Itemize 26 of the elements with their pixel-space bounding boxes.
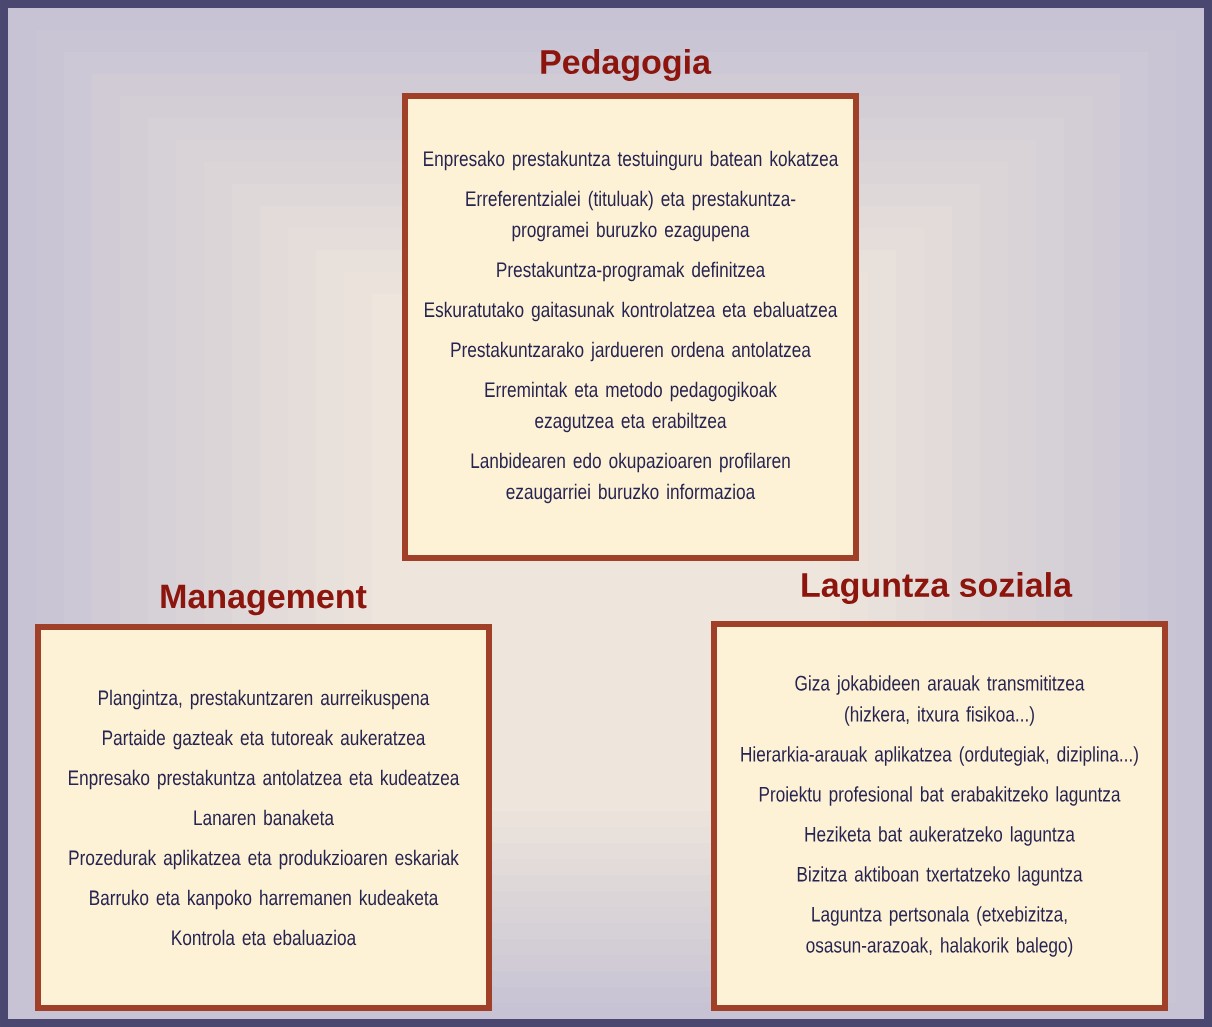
node-label: Partaide gazteak eta tutoreak aukeratzea [103, 729, 426, 750]
node-label: Giza jokabideen arauak transmititzea (hizkera, itxura fisikoa...) [795, 675, 1085, 726]
node-label: Enpresako prestakuntza antolatzea eta kudeatzea [69, 769, 460, 790]
node-label: Laguntza pertsonala (etxebizitza, osasun-arazoak, halakorik balego) [806, 906, 1073, 957]
node-label: Erreferentzialei (tituluak) eta prestakuntza-programei buruzko ezagupena [466, 190, 796, 242]
node-label: Eskuratutako gaitasunak kontrolatzea eta ebaluatzea [425, 301, 838, 322]
node-label: Heziketa bat aukeratzeko laguntza [805, 826, 1075, 846]
node-label: Bizitza aktiboan txertatzeko laguntza [797, 866, 1083, 886]
node-label: Erremintak eta metodo pedagogikoak ezagutzea eta erabiltzea [485, 381, 777, 433]
text-box: Giza jokabideen arauak transmititzea (hizkera, itxura fisikoa...) Hierarkia-arauak aplikatzea (ordutegiak, diziplina...) Proiektu profesional bat erabakitzeko laguntza Heziketa bat aukeratzeko laguntza Bizitza aktiboan txertatzeko laguntza Laguntza pertsonala (etxebizitza, osasun-arazoak, halakorik balego) [711, 621, 1168, 1011]
box-heading: Laguntza soziala [802, 572, 1073, 604]
node-label: Kontrola eta ebaluazioa [172, 929, 357, 946]
node-label: Lanaren banaketa [194, 809, 334, 826]
node-label: Prozedurak aplikatzea eta produkzioaren eskariak [69, 849, 459, 870]
text-box: Plangintza, prestakuntzaren aurreikuspena Partaide gazteak eta tutoreak aukeratzea Enpresako prestakuntza antolatzea eta kudeatzea Lanaren banaketa Prozedurak aplikatzea eta produkzioaren eskariak Barruko eta kanpoko harremanen kudeaketa Kontrola eta ebaluazioa [35, 624, 492, 1011]
node-label: Prestakuntza-programak definitzea [497, 261, 766, 282]
node-label: Lanbidearen edo okupazioaren profilaren ezaugarriei buruzko informazioa [471, 452, 790, 504]
box-heading: Pedagogia [541, 49, 712, 81]
node-label: Barruko eta kanpoko harremanen kudeaketa [90, 889, 439, 910]
text-box: Enpresako prestakuntza testuinguru batean kokatzea Erreferentzialei (tituluak) eta prestakuntza-programei buruzko ezagupena Prestakuntza-programak definitzea Eskuratutako gaitasunak kontrolatzea eta ebaluatzea Prestakuntzarako jardueren ordena antolatzea Erremintak eta metodo pedagogikoak ezagutzea eta erabiltzea Lanbidearen edo okupazioaren profilaren ezaugarriei buruzko informazioa [402, 93, 859, 561]
node-label: Enpresako prestakuntza testuinguru batean kokatzea [424, 150, 839, 171]
node-label: Plangintza, prestakuntzaren aurreikuspena [99, 689, 430, 710]
box-heading: Management [161, 584, 367, 616]
node-label: Proiektu profesional bat erabakitzeko laguntza [759, 786, 1121, 806]
node-label: Hierarkia-arauak aplikatzea (ordutegiak, diziplina...) [741, 746, 1138, 766]
node-label: Prestakuntzarako jardueren ordena antolatzea [451, 341, 811, 362]
